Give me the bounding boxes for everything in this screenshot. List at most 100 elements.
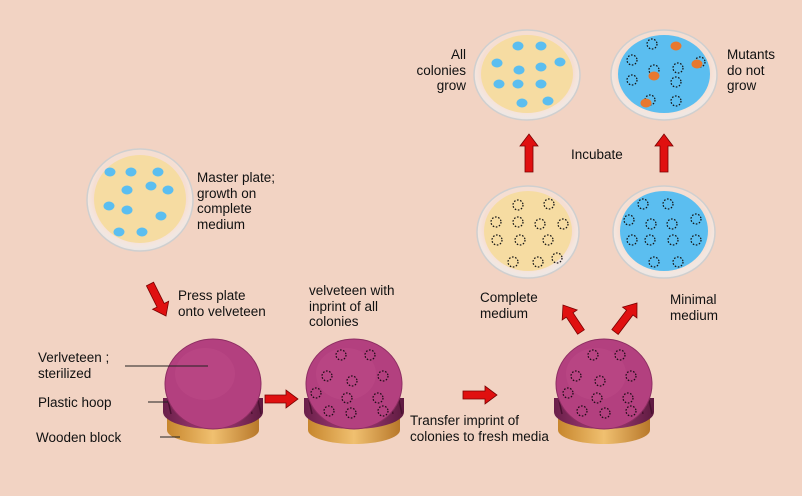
colony [512, 79, 524, 89]
mutant-colony [640, 98, 652, 108]
imprint-spot [377, 370, 389, 382]
incubate-minimal-arrow [654, 133, 674, 173]
colony [145, 181, 157, 191]
imprint-spot [666, 218, 678, 230]
colony [512, 41, 524, 51]
imprint-spot [542, 234, 554, 246]
wooden-block-label: Wooden block [36, 430, 122, 445]
incubate-label: Incubate [571, 147, 623, 162]
imprint-spot [622, 392, 634, 404]
imprint-spot [345, 407, 357, 419]
velveteen-sterilized-label: Verlveteen ;sterilized [38, 350, 110, 381]
imprint-spot [341, 392, 353, 404]
imprint-spot [670, 76, 682, 88]
colony [542, 96, 554, 106]
imprint-spot [594, 375, 606, 387]
colony [535, 62, 547, 72]
imprint-spot [648, 256, 660, 268]
colony [121, 185, 133, 195]
imprint-spot [644, 234, 656, 246]
imprint-spot [335, 349, 347, 361]
imprint-spot [346, 375, 358, 387]
colony [152, 167, 164, 177]
imprint-spot [623, 214, 635, 226]
imprint-spot [512, 199, 524, 211]
minimal-plate-top [610, 29, 718, 121]
imprint-spot [507, 256, 519, 268]
imprint-spot [662, 198, 674, 210]
colony [513, 65, 525, 75]
imprint-spot [690, 234, 702, 246]
imprint-spot [570, 370, 582, 382]
complete-medium-plate [476, 185, 580, 279]
imprint-spot [377, 405, 389, 417]
imprint-spot [625, 405, 637, 417]
colony [136, 227, 148, 237]
imprint-spot [321, 370, 333, 382]
imprint-spot [532, 256, 544, 268]
mutant-colony [670, 41, 682, 51]
transfer-arrow [462, 385, 498, 405]
colony [491, 58, 503, 68]
press-arrow [145, 281, 170, 317]
imprint-spot [310, 387, 322, 399]
velveteen-block-imprint [304, 338, 404, 444]
colony [121, 205, 133, 215]
imprint-spot [625, 370, 637, 382]
colony [554, 57, 566, 67]
imprint-spot [543, 198, 555, 210]
imprint-spot [490, 216, 502, 228]
colony [113, 227, 125, 237]
master-plate [86, 148, 194, 252]
imprint-spot [614, 349, 626, 361]
imprint-spot [626, 74, 638, 86]
imprint-spot [557, 218, 569, 230]
colony [103, 201, 115, 211]
mutant-colony [648, 71, 660, 81]
colony [516, 98, 528, 108]
colony [125, 167, 137, 177]
imprint-spot [591, 392, 603, 404]
imprint-spot [637, 198, 649, 210]
colony [104, 167, 116, 177]
to-complete-arrow [561, 304, 585, 335]
all-colonies-plate [473, 29, 581, 121]
mutant-colony [691, 59, 703, 69]
imprint-arrow [264, 389, 299, 409]
colony [535, 41, 547, 51]
imprint-spot [670, 95, 682, 107]
colony [535, 79, 547, 89]
imprint-spot [372, 392, 384, 404]
plastic-hoop-label: Plastic hoop [38, 395, 112, 410]
imprint-spot [534, 218, 546, 230]
colony [155, 211, 167, 221]
minimal-medium-plate [612, 185, 716, 279]
leader-lines [125, 365, 208, 438]
imprint-spot [323, 405, 335, 417]
imprint-spot [512, 216, 524, 228]
to-minimal-arrow [611, 302, 638, 335]
colony [493, 79, 505, 89]
imprint-spot [491, 234, 503, 246]
incubate-complete-arrow [519, 133, 539, 173]
colony [162, 185, 174, 195]
imprint-spot [551, 252, 563, 264]
imprint-spot [667, 234, 679, 246]
imprint-spot [576, 405, 588, 417]
imprint-spot [672, 256, 684, 268]
arrows [145, 133, 674, 409]
imprint-spot [626, 54, 638, 66]
imprint-spot [672, 62, 684, 74]
imprint-spot [364, 349, 376, 361]
velveteen-block-transfer [554, 338, 654, 444]
velveteen-block-sterile [163, 338, 263, 444]
imprint-spot [514, 234, 526, 246]
